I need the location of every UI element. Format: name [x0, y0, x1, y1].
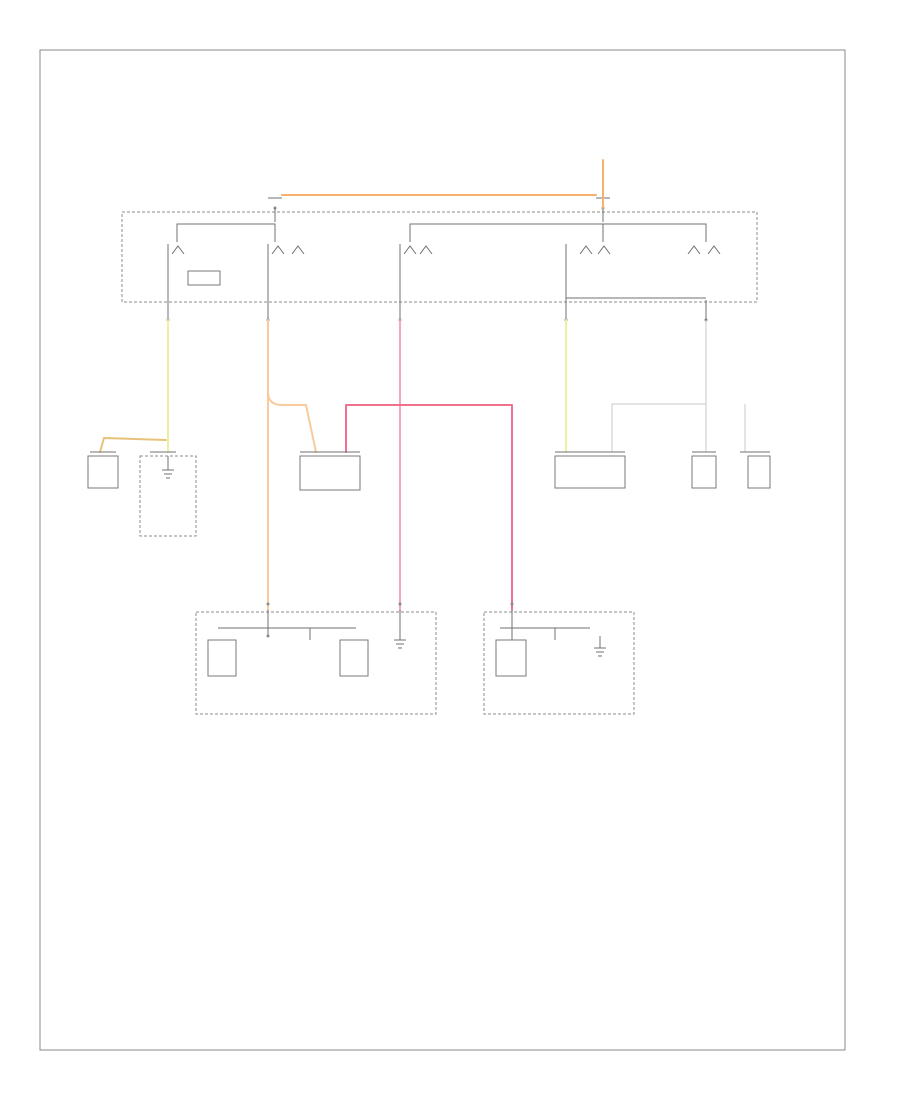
module-right-group — [554, 451, 771, 489]
fuse-bus-bars — [176, 223, 707, 242]
page-frame — [39, 49, 846, 1051]
fuse-cell-5 — [687, 245, 721, 255]
fuse-block-boundary — [121, 211, 758, 303]
wire-peach-center — [267, 319, 317, 611]
fuse-cell-1 — [167, 244, 221, 290]
junction-box-right — [483, 610, 635, 715]
junction-box-left — [195, 610, 437, 715]
wire-orange-feed — [281, 159, 604, 209]
fuse-cell-4 — [565, 244, 611, 290]
ground-icon — [394, 639, 406, 649]
wire-gray-right — [611, 320, 746, 452]
fuse-block-output-pins — [166, 290, 708, 322]
feed-connector-left — [268, 197, 282, 222]
module-left-pair — [87, 451, 197, 537]
module-center — [299, 451, 361, 491]
wire-red-loop — [345, 404, 513, 611]
wire-orange-left-jumper — [99, 437, 167, 453]
lower-connector-pins — [266, 602, 514, 606]
fuse-cell-2 — [267, 244, 305, 290]
fuse-cell-3 — [399, 244, 433, 290]
ground-icon — [162, 469, 174, 479]
ground-icon — [594, 647, 606, 657]
